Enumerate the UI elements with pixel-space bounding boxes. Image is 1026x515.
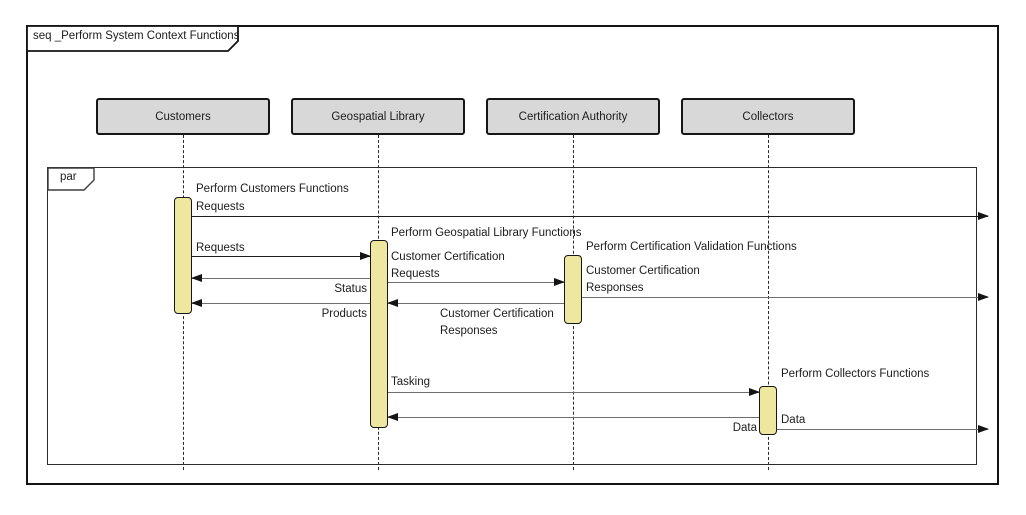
activation-label-perform-collectors-functions: Perform Collectors Functions [781, 368, 930, 380]
message-label-line: Customer Certification [391, 251, 505, 263]
activation-perform-customers-functions[interactable] [174, 197, 192, 314]
message-label-products: Products [322, 306, 367, 323]
arrowhead-icon [978, 212, 989, 220]
message-line [192, 278, 370, 279]
message-line [192, 303, 370, 304]
message-line [388, 392, 759, 393]
lifeline-head-collectors[interactable]: Collectors [681, 98, 855, 135]
arrowhead-icon [749, 388, 760, 396]
activation-label-perform-customers-functions: Perform Customers Functions [196, 183, 349, 195]
arrowhead-icon [387, 413, 398, 421]
message-line [777, 429, 988, 430]
message-label-line: Customer Certification [440, 308, 554, 320]
lifeline-head-geospatial-library[interactable]: Geospatial Library [291, 98, 465, 135]
message-label-line: Requests [196, 201, 245, 213]
message-label-requests-to-context: Requests [196, 199, 245, 216]
message-label-line: Tasking [391, 376, 430, 388]
activation-perform-geospatial-library-functions[interactable] [370, 240, 388, 428]
diagram-title: seq _Perform System Context Functions [33, 30, 240, 42]
diagram-frame [26, 25, 999, 485]
arrowhead-icon [191, 274, 202, 282]
message-label-line: Status [334, 283, 367, 295]
message-label-line: Data [732, 422, 757, 434]
message-label-line: Responses [586, 282, 644, 294]
lifeline-head-certification-authority[interactable]: Certification Authority [486, 98, 660, 135]
par-operator-shape [47, 167, 95, 191]
message-line [388, 303, 564, 304]
arrowhead-icon [387, 299, 398, 307]
activation-perform-certification-validation-functions[interactable] [564, 255, 582, 324]
message-label-data-return: Data [733, 420, 757, 437]
message-label-line: Responses [440, 325, 498, 337]
message-label-status: Status [334, 281, 367, 298]
arrowhead-icon [978, 425, 989, 433]
message-label-requests: Requests [196, 240, 245, 257]
par-fragment-frame[interactable] [47, 167, 977, 465]
message-line [582, 297, 988, 298]
message-label-line: Products [321, 308, 367, 320]
activation-label-perform-geospatial-library-functions: Perform Geospatial Library Functions [391, 227, 582, 239]
activation-label-perform-certification-validation-functions: Perform Certification Validation Functio… [586, 241, 797, 253]
message-line [388, 417, 759, 418]
message-label-line: Data [781, 414, 806, 426]
message-line [192, 256, 370, 257]
diagram-title-tab-shape [26, 25, 239, 52]
par-operator-label: par [60, 171, 77, 183]
message-label-tasking: Tasking [391, 374, 430, 391]
message-label-data-to-context: Data [781, 412, 805, 429]
arrowhead-icon [978, 293, 989, 301]
arrowhead-icon [360, 252, 371, 260]
activation-perform-collectors-functions[interactable] [759, 386, 777, 435]
arrowhead-icon [554, 278, 565, 286]
lifeline-collectors [768, 135, 769, 470]
message-label-line: Requests [391, 268, 440, 280]
message-label-line: Customer Certification [586, 265, 700, 277]
lifeline-head-customers[interactable]: Customers [96, 98, 270, 135]
arrowhead-icon [191, 299, 202, 307]
message-label-line: Requests [196, 242, 245, 254]
message-line [388, 282, 564, 283]
message-line [192, 216, 988, 217]
